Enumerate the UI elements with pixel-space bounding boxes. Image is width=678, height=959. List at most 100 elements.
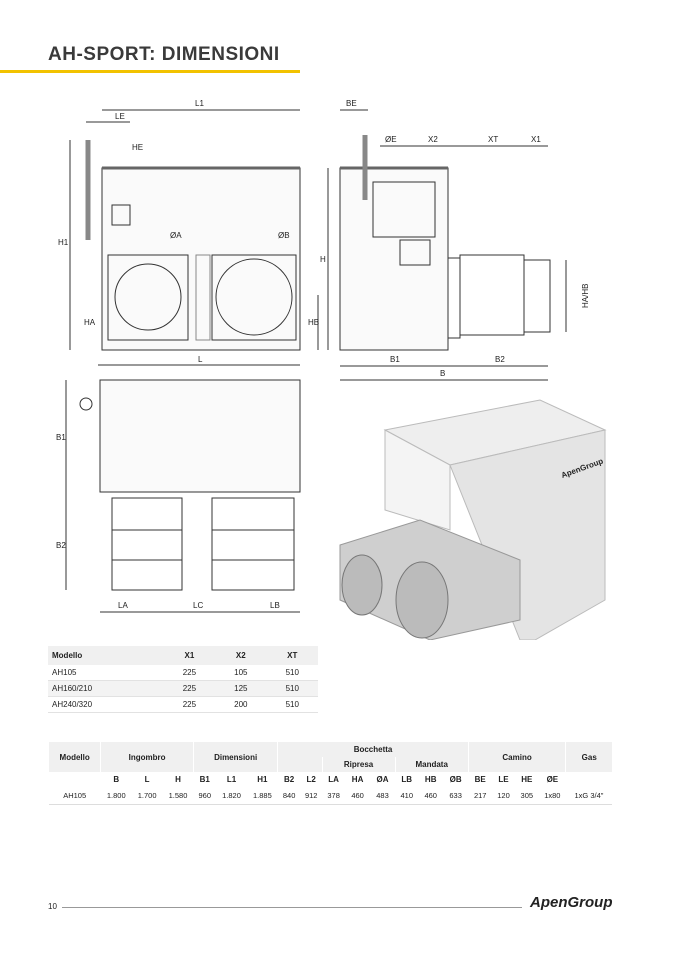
cell: 510: [266, 680, 318, 697]
cell: 510: [266, 665, 318, 681]
technical-drawings: L1 LE HE H1 ØA ØB HA HB L BE ØE X2 XT X1…: [56, 99, 607, 640]
cell: AH105: [48, 787, 101, 805]
cell: 305: [514, 787, 539, 805]
dim-XT: XT: [488, 135, 498, 144]
cell: 483: [369, 787, 396, 805]
cell: 200: [215, 696, 267, 713]
dim-BE: BE: [346, 99, 357, 108]
dim-OE: ØE: [385, 135, 397, 144]
cell: 912: [300, 787, 322, 805]
col-subheader: B1: [192, 772, 217, 787]
cell: 225: [163, 680, 216, 697]
dim-LE: LE: [115, 112, 125, 121]
dim-top-B2: B2: [56, 541, 66, 550]
dim-HA-HB: HA/HB: [581, 284, 590, 308]
col-header: Ripresa: [321, 757, 396, 772]
col-header: Modello: [47, 742, 101, 772]
col-subheader: HB: [417, 772, 443, 787]
dim-OB: ØB: [278, 231, 290, 240]
page-number: 10: [48, 902, 57, 911]
cell: 1.700: [131, 787, 163, 805]
col-subheader: H: [162, 772, 194, 787]
cell: AH105: [48, 665, 164, 681]
dim-LC: LC: [193, 601, 203, 610]
dim-X2: X2: [428, 135, 438, 144]
col-header: Dimensioni: [192, 742, 278, 772]
col-header: Modello: [48, 646, 164, 665]
cell: 105: [215, 665, 267, 681]
col-subheader: B: [100, 772, 132, 787]
spacer: [47, 772, 101, 787]
cell: 378: [322, 787, 346, 805]
cell: 1.820: [216, 787, 247, 805]
top-view: [65, 379, 301, 613]
dim-LA: LA: [118, 601, 128, 610]
cell: 960: [193, 787, 217, 805]
product-render: ApenGroup: [339, 399, 607, 640]
dimensions-table: Modello Ingombro Dimensioni Bocchetta Ca…: [47, 742, 612, 805]
cell: 840: [277, 787, 301, 805]
footer-logo: ApenGroup: [530, 894, 613, 911]
cell: 217: [468, 787, 493, 805]
cell: 460: [418, 787, 443, 805]
dim-top-B1: B1: [56, 433, 66, 442]
cell: 1.885: [246, 787, 278, 805]
cell: 1x80: [538, 787, 566, 805]
col-subheader: L: [131, 772, 163, 787]
cell: 225: [163, 696, 216, 713]
col-header: XT: [266, 646, 318, 665]
cell: 125: [215, 680, 267, 697]
dim-B: B: [440, 369, 445, 378]
cell: 460: [345, 787, 370, 805]
dim-OA: ØA: [170, 231, 182, 240]
spacer: [277, 757, 322, 772]
col-subheader: BE: [467, 772, 493, 787]
col-subheader: ØE: [538, 772, 566, 787]
front-view: [69, 109, 319, 366]
col-subheader: LE: [491, 772, 515, 787]
dim-X1: X1: [531, 135, 541, 144]
cell: 410: [395, 787, 419, 805]
col-subheader: L2: [299, 772, 322, 787]
cell: 1.800: [100, 787, 132, 805]
spacer: [565, 772, 612, 787]
col-header: X1: [163, 646, 216, 665]
col-header: Camino: [467, 742, 566, 772]
dim-HB: HB: [308, 318, 319, 327]
col-subheader: LA: [321, 772, 346, 787]
footer-rule: [62, 907, 522, 908]
dim-B2: B2: [495, 355, 505, 364]
title-underline: [0, 70, 300, 73]
col-header: Ingombro: [100, 742, 194, 772]
cell: 1.580: [162, 787, 194, 805]
dim-LB: LB: [270, 601, 280, 610]
col-subheader: LB: [394, 772, 419, 787]
cell: 510: [266, 696, 318, 713]
side-view: [327, 109, 567, 381]
col-subheader: H1: [246, 772, 278, 787]
cell: 1xG 3/4": [565, 787, 612, 805]
dim-H: H: [320, 255, 326, 264]
col-header: X2: [215, 646, 267, 665]
dim-HA: HA: [84, 318, 96, 327]
col-subheader: L1: [215, 772, 247, 787]
cell: 225: [163, 665, 216, 681]
col-subheader: HA: [344, 772, 370, 787]
cell: 120: [492, 787, 515, 805]
cell: 633: [443, 787, 469, 805]
dim-L1: L1: [195, 99, 204, 108]
col-header: Gas: [565, 742, 612, 772]
page-title: AH-SPORT: DIMENSIONI: [48, 44, 280, 65]
dim-B1: B1: [390, 355, 400, 364]
col-subheader: ØB: [442, 772, 469, 787]
dim-HE: HE: [132, 143, 143, 152]
col-subheader: ØA: [369, 772, 396, 787]
col-header: Bocchetta: [277, 742, 469, 757]
cell: AH240/320: [48, 696, 164, 713]
